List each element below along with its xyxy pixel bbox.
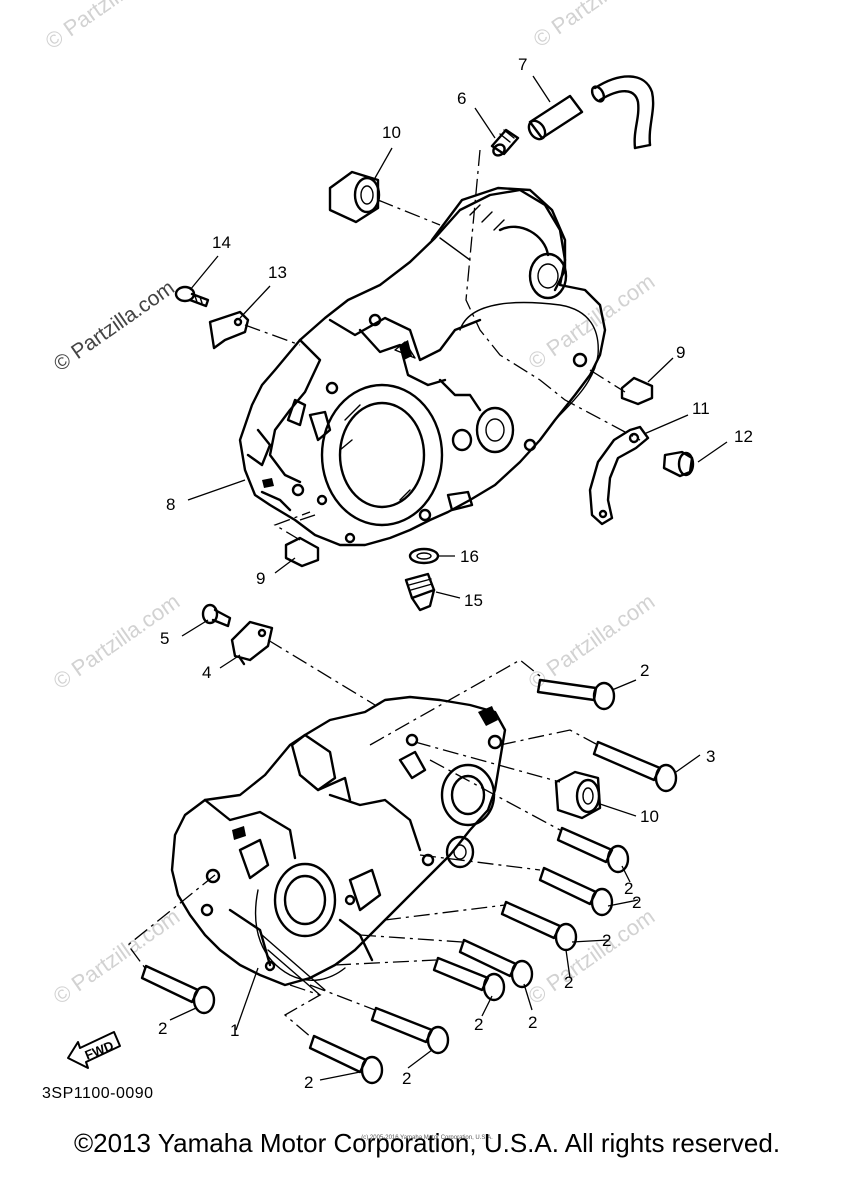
part-collar-upper xyxy=(328,170,381,224)
leader-lines xyxy=(169,75,728,1081)
bolt xyxy=(556,826,630,874)
callout-5: 5 xyxy=(160,629,169,648)
watermark: © Partzilla.com xyxy=(50,276,179,376)
callout-7: 7 xyxy=(518,55,527,74)
callout-8: 8 xyxy=(166,495,175,514)
part-washer-16 xyxy=(408,547,440,565)
callout-9: 9 xyxy=(676,343,685,362)
callout-9: 9 xyxy=(256,569,265,588)
bolt xyxy=(536,678,616,711)
callout-13: 13 xyxy=(268,263,287,282)
bolt xyxy=(500,900,578,952)
crankcase-exploded-diagram: © Partzilla.com © Partzilla.com © Partzi… xyxy=(41,0,753,1102)
part-dowel-right xyxy=(620,376,654,406)
callout-2: 2 xyxy=(474,1015,483,1034)
callout-1: 1 xyxy=(230,1021,239,1040)
part-dowel-left xyxy=(284,536,320,568)
watermarks: © Partzilla.com © Partzilla.com © Partzi… xyxy=(41,0,665,1009)
callout-2: 2 xyxy=(640,661,649,680)
callout-16: 16 xyxy=(460,547,479,566)
part-plug-15 xyxy=(404,572,436,612)
callout-11: 11 xyxy=(692,399,710,418)
callout-3: 3 xyxy=(706,747,715,766)
part-collar-lower xyxy=(554,770,602,820)
watermark: © Partzilla.com xyxy=(41,0,177,54)
bolt xyxy=(432,956,506,1002)
fwd-arrow-icon: FWD xyxy=(67,1031,121,1069)
bolt xyxy=(370,1006,450,1055)
bolt xyxy=(140,964,216,1015)
callout-15: 15 xyxy=(464,591,483,610)
callout-2: 2 xyxy=(528,1013,537,1032)
callout-2: 2 xyxy=(564,973,573,992)
part-screw-5 xyxy=(201,603,232,628)
callout-10: 10 xyxy=(382,123,401,142)
bolt xyxy=(538,866,614,917)
watermark: © Partzilla.com xyxy=(524,269,660,375)
callout-4: 4 xyxy=(202,663,211,682)
callouts: 10 6 7 14 13 9 11 12 8 9 16 15 5 4 2 3 1… xyxy=(158,55,753,1092)
part-guide-11 xyxy=(588,425,650,526)
part-screw-14 xyxy=(174,285,210,308)
watermark: © Partzilla.com xyxy=(49,904,185,1010)
callout-10: 10 xyxy=(640,807,659,826)
callout-2: 2 xyxy=(624,879,633,898)
watermark: © Partzilla.com xyxy=(524,589,660,695)
crankcase-right-half xyxy=(238,186,607,547)
part-hose xyxy=(527,75,655,150)
callout-2: 2 xyxy=(304,1073,313,1092)
bolt xyxy=(308,1034,384,1085)
small-copyright: (c) 2005-2016 Yamaha Motor Corporation, … xyxy=(361,1135,493,1141)
callout-2: 2 xyxy=(632,893,641,912)
assembly-lines xyxy=(127,149,641,1039)
bolts xyxy=(140,678,678,1085)
bolt xyxy=(458,938,534,989)
callout-2: 2 xyxy=(602,931,611,950)
crankcase-left-half xyxy=(170,695,507,996)
diagram-code: 3SP1100-0090 xyxy=(42,1085,154,1102)
callout-6: 6 xyxy=(457,89,466,108)
fwd-label: FWD xyxy=(83,1038,116,1063)
watermark: © Partzilla.com xyxy=(529,0,665,52)
part-clamp-13 xyxy=(208,310,250,350)
callout-12: 12 xyxy=(734,427,753,446)
part-bolt-12 xyxy=(662,450,695,478)
callout-2: 2 xyxy=(158,1019,167,1038)
copyright-notice: ©2013 Yamaha Motor Corporation, U.S.A. A… xyxy=(73,1128,781,1158)
part-holder-4 xyxy=(230,620,274,666)
callout-14: 14 xyxy=(212,233,231,252)
callout-2: 2 xyxy=(402,1069,411,1088)
bolt xyxy=(592,740,678,793)
part-nipple xyxy=(490,128,520,157)
